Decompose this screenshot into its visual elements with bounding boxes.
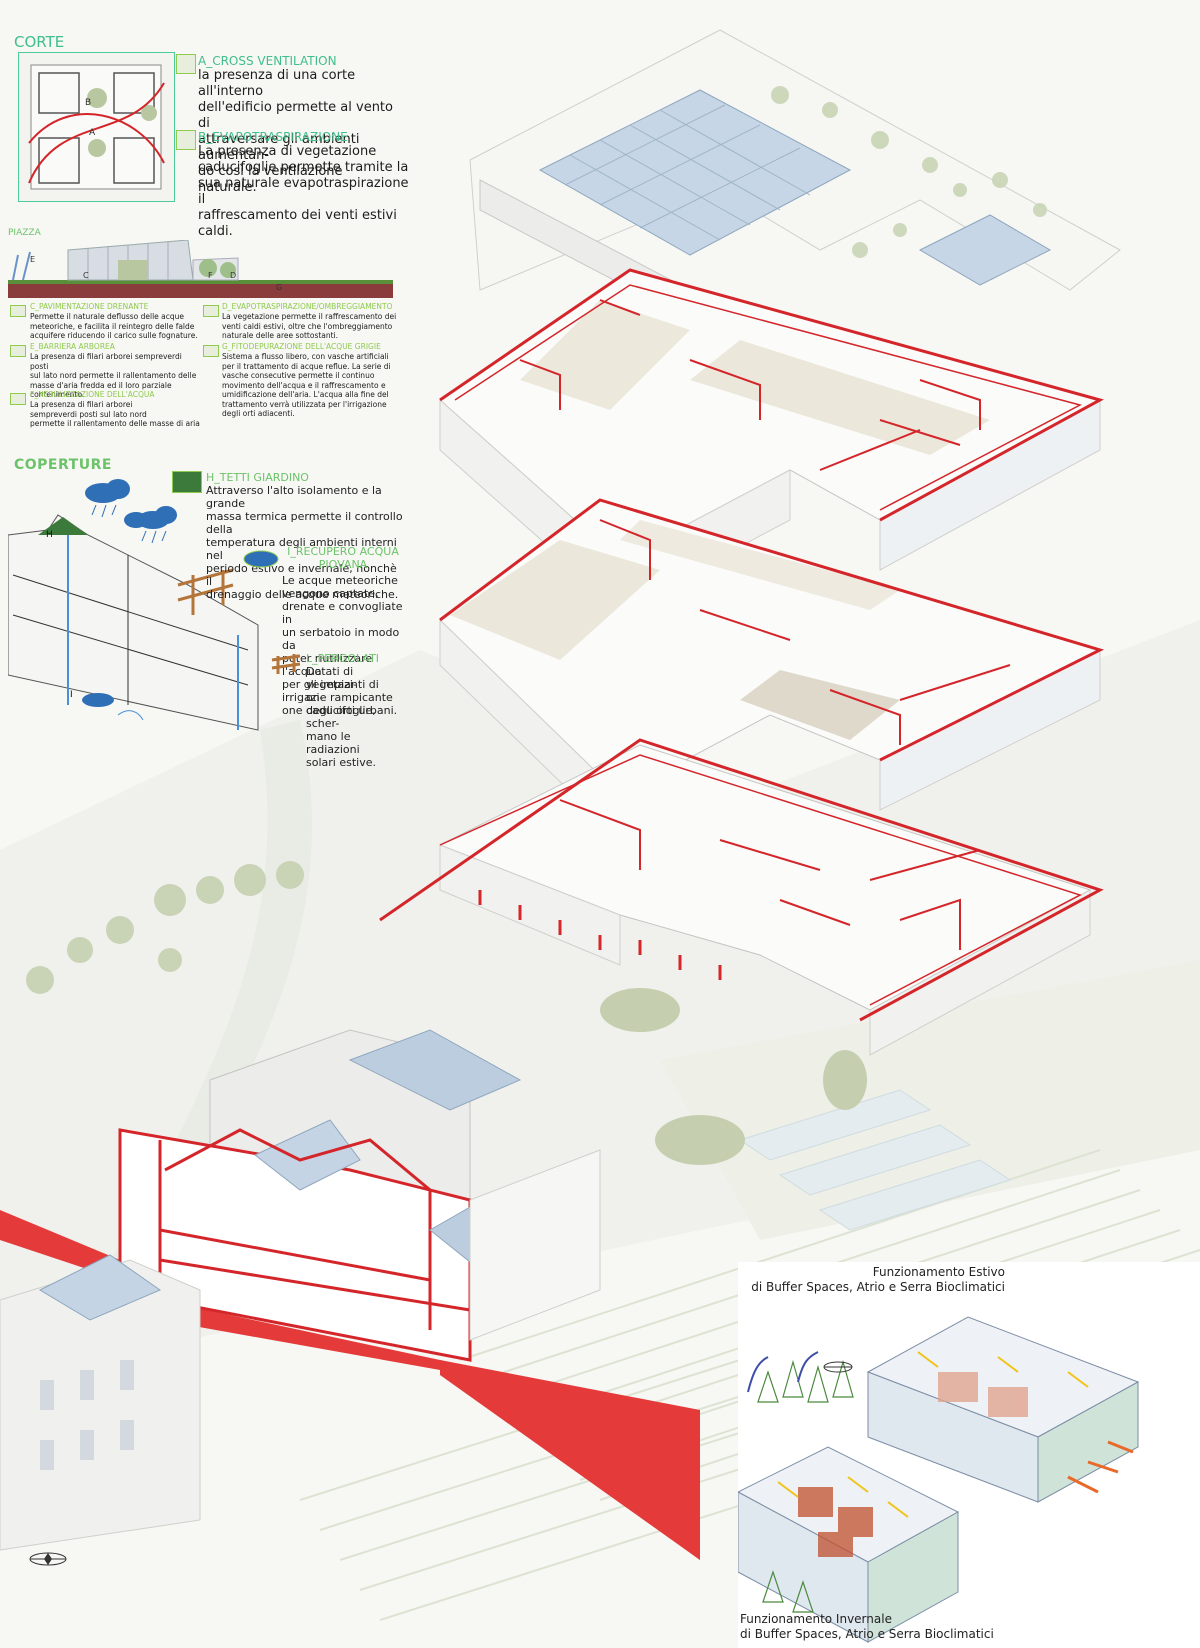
piazza-item-e-text: La presenza di filari arborei sempreverd… xyxy=(30,352,197,399)
piazza-section: E C F D G xyxy=(8,240,393,300)
pergola-icon xyxy=(270,652,302,674)
trees-left xyxy=(26,861,304,994)
section-label-e: E xyxy=(30,255,35,264)
coperture-item-h-label: H_TETTI GIARDINO xyxy=(206,471,309,484)
piazza-item-g-label: G_FITODEPURAZIONE DELL'ACQUE GRIGIE xyxy=(222,342,381,351)
coperture-title: COPERTURE xyxy=(14,457,112,473)
section-label-g: G xyxy=(276,283,282,292)
funzionamento-inset xyxy=(738,1262,1200,1648)
water-tank-icon xyxy=(243,549,279,569)
coperture-label-i: I xyxy=(70,690,73,700)
corte-item-b-label: B_EVAPOTRASPIRAZIONE xyxy=(198,130,348,144)
corte-item-a-label: A_CROSS VENTILATION xyxy=(198,54,337,68)
corte-title: CORTE xyxy=(14,33,65,51)
coperture-item-l-label: L_PERGOLATI xyxy=(306,652,380,665)
road xyxy=(70,720,312,1330)
plan-label-b: B xyxy=(85,98,91,108)
roof-level xyxy=(469,29,1121,321)
phytodepuration-icon xyxy=(203,345,219,357)
section-building xyxy=(0,1029,700,1560)
plan-label-a: A xyxy=(89,128,96,138)
corte-plan: B A xyxy=(18,52,175,202)
coperture-section: H I xyxy=(8,475,268,737)
piazza-title: PIAZZA xyxy=(8,228,41,238)
section-label-f: F xyxy=(208,271,213,280)
compass-icon xyxy=(28,1552,68,1566)
section-label-d: D xyxy=(230,271,236,280)
nebulization-icon xyxy=(10,393,26,405)
section-label-c: C xyxy=(83,271,89,280)
drain-pavement-icon xyxy=(10,305,26,317)
evapotraspiration-icon xyxy=(176,130,196,150)
shade-tree-icon xyxy=(203,305,219,317)
cloud-rain-icon xyxy=(85,479,177,529)
ground-floor xyxy=(379,738,1104,1056)
green-roof-icon xyxy=(172,471,202,493)
piazza-item-c-label: C_PAVIMENTAZIONE DRENANTE xyxy=(30,302,149,311)
piazza-item-d-label: D_EVAPOTRASPIRAZIONE/OMBREGGIAMENTO xyxy=(222,302,393,311)
piazza-item-g-text: Sistema a flusso libero, con vasche arti… xyxy=(222,352,391,418)
piazza-item-d-text: La vegetazione permette il raffrescament… xyxy=(222,312,397,340)
water-basins xyxy=(738,1089,1012,1231)
piazza-item-c-text: Permette il naturale deflusso delle acqu… xyxy=(30,312,198,340)
cross-ventilation-icon xyxy=(176,54,196,74)
coperture-label-h: H xyxy=(46,530,53,540)
piazza-item-e-label: E_BARRIERA ARBOREA xyxy=(30,342,115,351)
tree-barrier-icon xyxy=(10,345,26,357)
piazza-item-f-label: F_NEBULIZZAZIONE DELL'ACQUA xyxy=(30,390,155,399)
trees-field xyxy=(600,988,867,1165)
